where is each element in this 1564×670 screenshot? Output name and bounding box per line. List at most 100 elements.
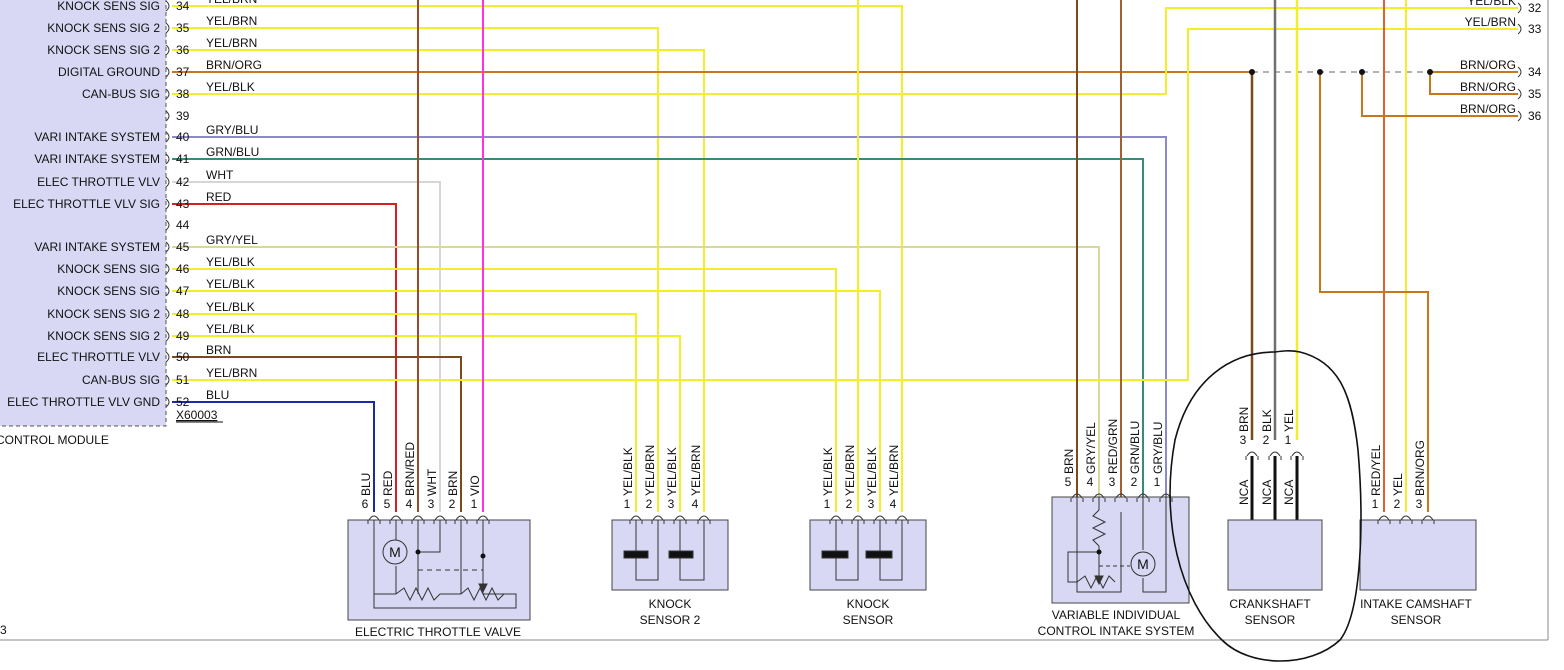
throttle-pin-cup <box>455 515 467 521</box>
right-pin-stub <box>1517 66 1522 78</box>
module-pin-stub <box>165 263 170 275</box>
module-wire-color: RED <box>206 190 232 204</box>
module-wire-color: GRN/BLU <box>206 145 259 159</box>
module-pin-number: 37 <box>176 65 190 79</box>
wire-pin48 <box>172 313 637 512</box>
crank-pin-cup <box>1269 451 1281 457</box>
vics-wire-label: GRY/YEL <box>1084 422 1098 474</box>
wire-right-36 <box>1361 72 1518 117</box>
vics-pin-cup <box>1137 493 1149 499</box>
module-wire-color: YEL/BLK <box>206 255 255 269</box>
right-wire-color: YEL/BRN <box>1465 15 1516 29</box>
module-pin-stub <box>165 66 170 78</box>
knock2-pin-cup <box>674 515 686 521</box>
control-module-box <box>0 0 167 427</box>
knock1-wire-label: YEL/BRN <box>887 445 901 496</box>
knock2-wire-label: YEL/BLK <box>621 447 635 496</box>
throttle-junction-2 <box>480 553 486 559</box>
vics-pin-cup <box>1093 493 1105 499</box>
knock2-pin-number: 1 <box>624 497 631 511</box>
wire-pin51 <box>172 28 1518 381</box>
module-pin-stub <box>165 110 170 122</box>
module-signal-name: KNOCK SENS SIG 2 <box>47 21 160 35</box>
knock1-name-1: KNOCK <box>847 597 890 611</box>
vics-motor-symbol: M <box>1137 556 1149 572</box>
knock2-pin-number: 4 <box>692 497 699 511</box>
module-wire-color: YEL/BRN <box>206 366 257 380</box>
module-pin-number: 40 <box>176 130 190 144</box>
right-connector-pins: 32YEL/BLK33YEL/BRN34BRN/ORG35BRN/ORG36BR… <box>1460 0 1542 123</box>
knock1-pin-cup <box>830 515 842 521</box>
throttle-pin-cup <box>477 515 489 521</box>
knock1-pin-cup <box>896 515 908 521</box>
crank-wire-label: BLK <box>1260 409 1274 432</box>
module-signal-name: KNOCK SENS SIG 2 <box>47 329 160 343</box>
knock1-name-2: SENSOR <box>843 613 894 627</box>
knock2-pin-cup <box>630 515 642 521</box>
module-pin-number: 52 <box>176 395 190 409</box>
wire-pin47 <box>172 290 881 512</box>
ground-splices <box>1249 69 1433 75</box>
throttle-pin-cup <box>368 515 380 521</box>
wire-pin45 <box>172 246 1100 512</box>
wire-pin41 <box>172 158 1144 512</box>
throttle-pin-cup <box>434 515 446 521</box>
throttle-pin-cup <box>390 515 402 521</box>
knock1-wire-label: YEL/BLK <box>821 447 835 496</box>
module-pin-number: 34 <box>176 0 190 13</box>
right-pin-number: 35 <box>1528 87 1542 101</box>
right-pin-number: 34 <box>1528 65 1542 79</box>
vics-junction <box>1096 549 1102 555</box>
vics-pin-number: 4 <box>1087 475 1094 489</box>
module-wire-color: YEL/BLK <box>206 277 255 291</box>
module-wire-color: BRN/ORG <box>206 58 262 72</box>
knock2-name-2: SENSOR 2 <box>640 613 701 627</box>
crank-pin-number: 2 <box>1263 433 1270 447</box>
module-pin-number: 48 <box>176 307 190 321</box>
module-signal-name: ELEC THROTTLE VLV <box>37 175 160 189</box>
cam-pin-cup <box>1400 515 1412 521</box>
knock2-wire-label: YEL/BRN <box>643 445 657 496</box>
wire-right-35 <box>1429 72 1518 95</box>
knock2-wire-label: YEL/BRN <box>689 445 703 496</box>
crank-pin-cup <box>1291 451 1303 457</box>
crank-pin-number: 1 <box>1285 433 1292 447</box>
module-pin-stub <box>165 131 170 143</box>
knock2-pin-number: 2 <box>646 497 653 511</box>
knock1-wire-label: YEL/BLK <box>865 447 879 496</box>
module-wire-color: WHT <box>206 168 234 182</box>
module-signal-name: ELEC THROTTLE VLV <box>37 350 160 364</box>
page-marker: 3 <box>0 623 7 637</box>
throttle-internals <box>373 520 517 609</box>
knock1-pin-cup <box>852 515 864 521</box>
throttle-pin-number: 1 <box>471 497 478 511</box>
wire-pin38 <box>172 7 1518 95</box>
module-signal-name: KNOCK SENS SIG 2 <box>47 43 160 57</box>
module-pin-rows: KNOCK SENS SIG 34YEL/BRN KNOCK SENS SIG 2 3… <box>7 0 262 409</box>
throttle-wire-label: BRN <box>446 471 460 496</box>
module-signal-name: KNOCK SENS SIG <box>57 262 160 276</box>
throttle-motor-icon <box>382 539 408 565</box>
vics-pin-number: 3 <box>1109 475 1116 489</box>
cam-name-2: SENSOR <box>1391 613 1442 627</box>
right-pin-stub <box>1517 2 1522 14</box>
knock1-internals <box>821 520 903 581</box>
knock1-pin-number: 2 <box>846 497 853 511</box>
throttle-wire-label: RED <box>381 470 395 496</box>
knock1-pin-number: 3 <box>868 497 875 511</box>
module-pin-number: 42 <box>176 175 190 189</box>
throttle-pin-number: 2 <box>449 497 456 511</box>
module-pin-stub <box>165 219 170 231</box>
module-wire-color: YEL/BLK <box>206 300 255 314</box>
crank-name-1: CRANKSHAFT <box>1229 597 1311 611</box>
module-pin-number: 49 <box>176 329 190 343</box>
crank-name-2: SENSOR <box>1245 613 1296 627</box>
module-pin-stub <box>165 176 170 188</box>
module-signal-name: ELEC THROTTLE VLV SIG <box>13 197 160 211</box>
cam-box <box>1359 519 1477 591</box>
module-pin-number: 36 <box>176 43 190 57</box>
knock2-pin-cup <box>698 515 710 521</box>
cam-wire-label: YEL <box>1391 473 1405 496</box>
module-wire-color: YEL/BLK <box>206 322 255 336</box>
cam-pin-number: 2 <box>1394 497 1401 511</box>
